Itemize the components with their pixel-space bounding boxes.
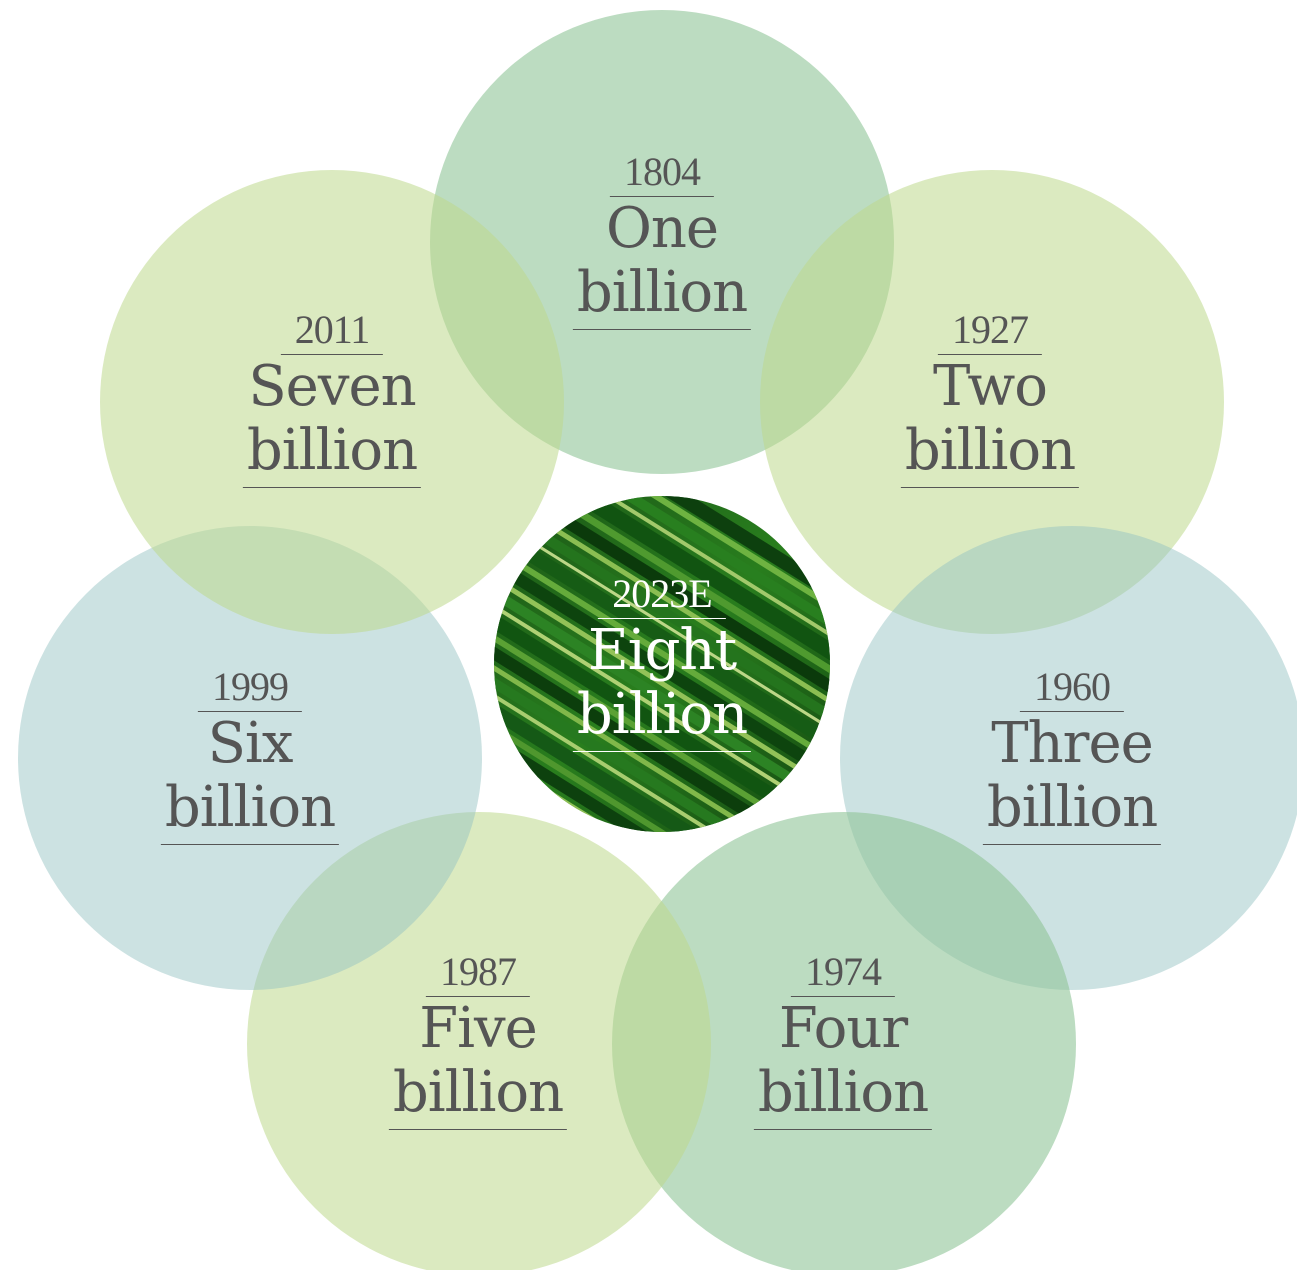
milestone-year: 1974 <box>791 950 895 997</box>
center-year: 2023E <box>598 572 726 619</box>
milestone-year: 2011 <box>280 308 384 355</box>
milestone-year: 1999 <box>198 665 302 712</box>
milestone-year: 1927 <box>938 308 1042 355</box>
milestone-circle-seven-billion <box>100 170 564 634</box>
milestone-circle-two-billion <box>760 170 1224 634</box>
milestone-year: 1804 <box>610 150 714 197</box>
milestone-year: 1987 <box>426 950 530 997</box>
milestone-year: 1960 <box>1020 665 1124 712</box>
milestone-circle-five-billion <box>247 812 711 1270</box>
